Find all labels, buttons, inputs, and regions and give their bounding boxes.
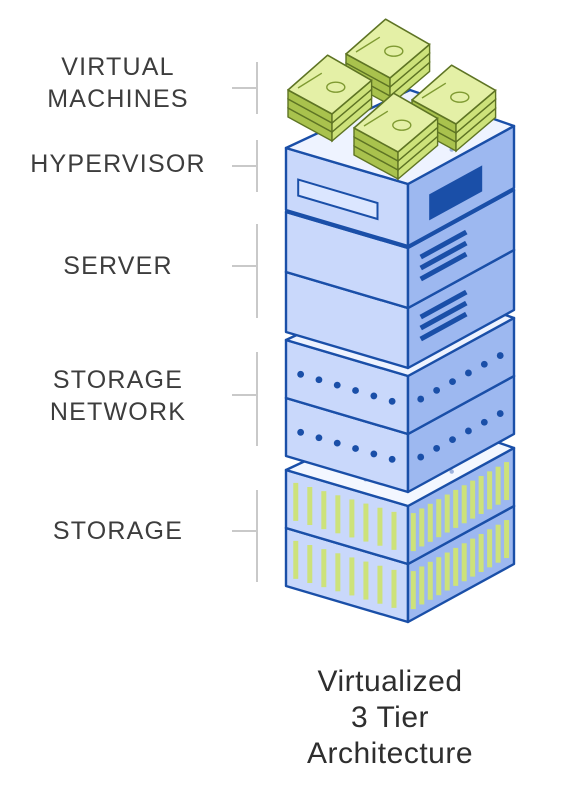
label-storage-network-line-2: NETWORK bbox=[49, 398, 187, 426]
label-server-line-1: SERVER bbox=[63, 252, 173, 280]
server-unit-1-vent-2 bbox=[419, 311, 468, 342]
server-unit-2-vent-0 bbox=[419, 229, 468, 260]
network-unit-1-left-port-3 bbox=[352, 445, 359, 452]
hypervisor-unit-handle bbox=[297, 178, 379, 221]
network-unit-1-left-port-2 bbox=[333, 439, 341, 447]
label-virtual-machines-line-1: VIRTUAL bbox=[61, 53, 175, 81]
network-unit-1-left-port-0 bbox=[297, 428, 305, 436]
network-unit-1-right-port-2 bbox=[449, 436, 456, 444]
network-unit-2-left-port-3 bbox=[352, 387, 359, 394]
network-unit-2-left-port-2 bbox=[333, 381, 341, 389]
vm-stack-3-top bbox=[411, 64, 497, 125]
vm-stack-4-top bbox=[353, 92, 439, 153]
hypervisor-unit-panel bbox=[429, 165, 483, 221]
caption-line-2: 3 Tier bbox=[350, 701, 430, 734]
server-unit-1-vent-0 bbox=[419, 289, 468, 320]
vm-stack-2-stripe bbox=[297, 72, 323, 89]
network-unit-2-right-port-2 bbox=[449, 378, 456, 386]
network-unit-1-right-port-1 bbox=[433, 444, 441, 452]
network-unit-2-left-port-0 bbox=[297, 370, 305, 378]
bracket-virtual-machines bbox=[232, 62, 258, 114]
vm-stack-3-stripe bbox=[421, 82, 447, 99]
bracket-server bbox=[232, 224, 258, 318]
label-virtual-machines-line-2: MACHINES bbox=[47, 85, 189, 113]
bracket-storage-network bbox=[232, 352, 258, 446]
network-unit-1-right-port-0 bbox=[417, 453, 425, 461]
bracket-hypervisor bbox=[232, 140, 258, 192]
label-server: SERVER bbox=[13, 250, 223, 282]
server-unit-1-vent-1 bbox=[419, 300, 468, 331]
label-virtual-machines: VIRTUAL MACHINES bbox=[13, 51, 223, 115]
vm-stack-1-seal bbox=[384, 45, 404, 57]
server-unit-2-vent-2 bbox=[419, 251, 468, 282]
server-stack-illustration bbox=[284, 18, 516, 624]
label-storage-line-1: STORAGE bbox=[52, 517, 184, 545]
network-unit-1-right-port-4 bbox=[480, 418, 488, 426]
network-unit-1-left-port-4 bbox=[370, 450, 378, 458]
storage-unit-2-top-dot-2 bbox=[449, 469, 454, 474]
vm-stack-4-seal bbox=[392, 119, 412, 131]
vm-stack-1-stripe bbox=[355, 36, 381, 53]
network-unit-2-right-port-4 bbox=[480, 360, 488, 368]
label-hypervisor-line-1: HYPERVISOR bbox=[30, 150, 206, 178]
label-hypervisor: HYPERVISOR bbox=[13, 148, 223, 180]
vm-stack-4 bbox=[353, 92, 439, 181]
network-unit-2-right-port-3 bbox=[465, 369, 472, 377]
network-unit-2-right-port-5 bbox=[496, 352, 504, 359]
network-unit-1-right-port-5 bbox=[496, 410, 504, 417]
vm-stack-1-top bbox=[345, 18, 431, 79]
diagram-caption: Virtualized 3 Tier Architecture bbox=[270, 664, 510, 772]
vm-stack-3-seal bbox=[450, 91, 470, 103]
network-unit-2-left-port-1 bbox=[315, 376, 323, 384]
label-storage-network: STORAGE NETWORK bbox=[13, 364, 223, 428]
label-storage-network-line-1: STORAGE bbox=[52, 366, 184, 394]
vm-stack-2-seal bbox=[326, 81, 346, 93]
network-unit-1-right-port-3 bbox=[465, 427, 472, 435]
server-unit-2-vent-1 bbox=[419, 240, 468, 271]
bracket-storage bbox=[232, 490, 258, 582]
vm-stack-2 bbox=[287, 54, 373, 143]
network-unit-2-left-port-4 bbox=[370, 392, 378, 400]
caption-line-3: Architecture bbox=[306, 737, 474, 770]
vm-stack-4-stripe bbox=[363, 110, 389, 127]
vm-stack-2-top bbox=[287, 54, 373, 115]
network-unit-2-left-port-5 bbox=[388, 397, 396, 405]
network-unit-1-left-port-5 bbox=[388, 455, 396, 463]
network-unit-2-right-port-1 bbox=[433, 386, 441, 394]
label-storage: STORAGE bbox=[13, 515, 223, 547]
network-unit-2-right-port-0 bbox=[417, 395, 425, 403]
network-unit-1-left-port-1 bbox=[315, 434, 323, 442]
caption-line-1: Virtualized bbox=[317, 665, 463, 698]
